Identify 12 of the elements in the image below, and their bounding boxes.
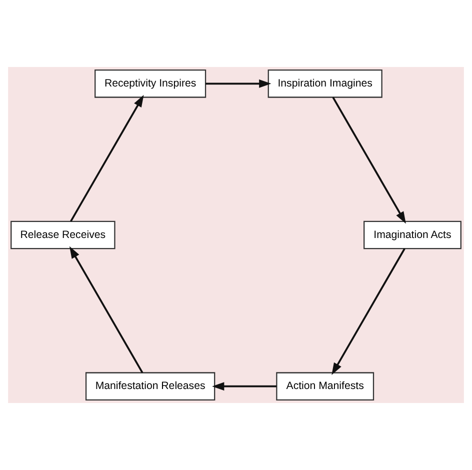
node-box: Manifestation Releases — [85, 372, 216, 401]
arrow — [332, 248, 406, 376]
node-box: Action Manifests — [276, 372, 374, 401]
node-box: Release Receives — [10, 220, 116, 250]
arrow — [332, 96, 406, 224]
node-box: Inspiration Imagines — [268, 69, 382, 98]
arrow — [70, 94, 144, 222]
node-box: Imagination Acts — [364, 220, 462, 250]
arrow — [212, 382, 277, 391]
arrow — [206, 79, 272, 88]
node-box: Receptivity Inspires — [94, 69, 206, 98]
arrow — [69, 246, 144, 374]
